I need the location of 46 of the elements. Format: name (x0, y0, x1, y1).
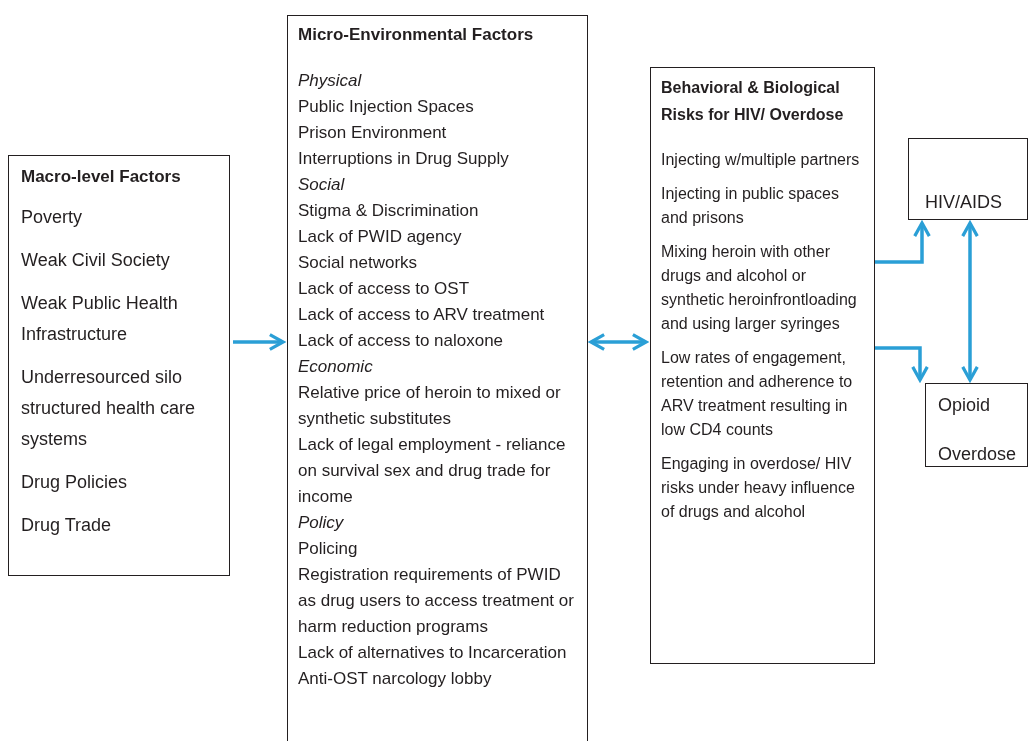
factor-text: Anti-OST narcology lobby (298, 668, 493, 690)
factor-text: Weak Civil Society (21, 248, 171, 272)
arrow (875, 221, 931, 264)
factor-text: Lack of access to OST (298, 278, 470, 300)
factor-text: Drug Policies (21, 470, 129, 494)
factor-text: Injecting w/multiple partners (661, 150, 861, 170)
arrow (589, 333, 648, 351)
arrow (875, 346, 929, 382)
box-heading: Micro-Environmental Factors (298, 24, 535, 46)
factor-text: Lack of alternatives to Incarceration (298, 642, 568, 664)
factor-text: Lack of access to ARV treatment (298, 304, 546, 326)
factor-box (650, 67, 875, 664)
factor-text: HIV/AIDS (925, 191, 1004, 214)
factor-text: Weak Public Health Infrastructure (21, 291, 179, 346)
category-heading: Social (298, 174, 346, 196)
factor-text: Overdose (938, 443, 1015, 466)
factor-text: Prison Environment (298, 122, 448, 144)
arrow (961, 221, 979, 382)
factor-text: Opioid (938, 394, 992, 417)
factor-text: Stigma & Discrimination (298, 200, 480, 222)
factor-text: Mixing heroin with other drugs and alcohol or synthetic heroinfrontloading and using larger syringes (661, 242, 858, 334)
factor-text: Poverty (21, 205, 84, 229)
box-heading: Behavioral & Biological Risks for HIV/ Overdose (661, 78, 845, 125)
factor-text: Lack of legal employment - reliance on survival sex and drug trade for income (298, 434, 567, 508)
factor-text: Lack of access to naloxone (298, 330, 505, 352)
factor-box (287, 15, 588, 741)
category-heading: Economic (298, 356, 374, 378)
factor-box (925, 383, 1028, 467)
factor-text: Interruptions in Drug Supply (298, 148, 510, 170)
factor-text: Drug Trade (21, 513, 113, 537)
factor-box (908, 138, 1028, 220)
factor-text: Lack of PWID agency (298, 226, 463, 248)
category-heading: Physical (298, 70, 363, 92)
factor-text: Relative price of heroin to mixed or synthetic substitutes (298, 382, 562, 430)
factor-text: Engaging in overdose/ HIV risks under heavy influence of drugs and alcohol (661, 454, 856, 522)
factor-text: Underresourced silo structured health care systems (21, 365, 197, 451)
factor-text: Policing (298, 538, 359, 560)
arrow (233, 333, 285, 351)
factor-text: Public Injection Spaces (298, 96, 475, 118)
box-heading: Macro-level Factors (21, 166, 182, 188)
factor-text: Injecting in public spaces and prisons (661, 184, 840, 228)
factor-text: Registration requirements of PWID as drug users to access treatment or harm reduction programs (298, 564, 575, 638)
factor-box (8, 155, 230, 576)
factor-text: Low rates of engagement, retention and adherence to ARV treatment resulting in low CD4 counts (661, 348, 854, 440)
category-heading: Policy (298, 512, 345, 534)
factor-text: Social networks (298, 252, 419, 274)
